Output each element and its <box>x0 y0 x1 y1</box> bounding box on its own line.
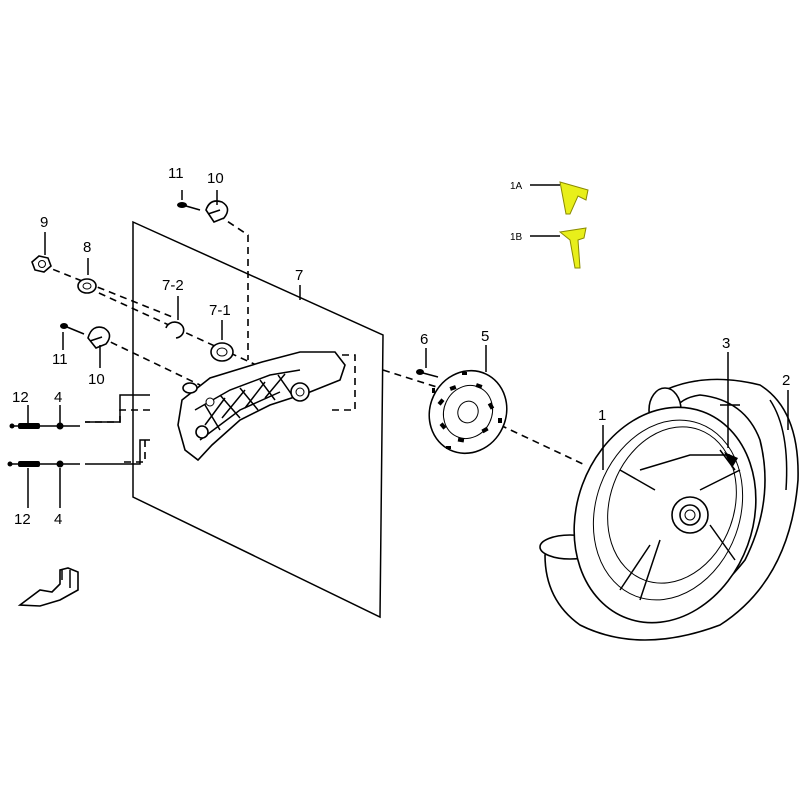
callout-12-top: 12 <box>12 389 29 406</box>
callout-7: 7 <box>295 267 303 284</box>
bolt-part-6 <box>416 369 439 378</box>
collar-part-8 <box>77 278 97 294</box>
callout-10-top: 10 <box>207 170 224 187</box>
front-direction-arrow-icon <box>17 567 79 607</box>
callout-10-mid: 10 <box>88 371 105 388</box>
circlip-part-7-2 <box>165 321 185 339</box>
nut-part-9 <box>31 255 52 273</box>
callout-11-mid: 11 <box>52 351 68 368</box>
callout-5: 5 <box>481 328 489 345</box>
wheel-rim-part-1 <box>573 406 757 624</box>
callout-1: 1 <box>598 407 606 424</box>
valve-part-1B <box>530 227 587 269</box>
callout-4-top: 4 <box>54 389 62 406</box>
callout-12-bottom: 12 <box>14 511 31 528</box>
callout-1B: 1B <box>510 232 523 243</box>
callout-4-bottom: 4 <box>54 511 62 528</box>
callout-labels: 11 10 9 8 7-2 7 7-1 11 10 12 4 12 4 6 5 … <box>12 165 790 528</box>
callout-6: 6 <box>420 331 428 348</box>
callout-8: 8 <box>83 239 91 256</box>
fastener-lines <box>7 394 150 468</box>
callout-11-top: 11 <box>168 165 184 182</box>
swingarm-body <box>177 351 346 462</box>
screw-part-11-mid <box>60 323 85 335</box>
clamp-part-10-mid <box>87 326 111 349</box>
callout-9: 9 <box>40 214 48 231</box>
callout-7-2: 7-2 <box>162 277 184 294</box>
leader-lines <box>27 190 789 508</box>
valve-part-1A <box>530 181 589 215</box>
callout-3: 3 <box>722 335 730 352</box>
callout-2: 2 <box>782 372 790 389</box>
screw-part-11-top <box>177 202 201 211</box>
clamp-part-10-top <box>205 200 229 223</box>
callout-7-1: 7-1 <box>209 302 231 319</box>
bearing-part-7-1 <box>210 342 234 362</box>
callout-1A: 1A <box>510 181 523 192</box>
brake-disc-part-5 <box>428 369 508 455</box>
